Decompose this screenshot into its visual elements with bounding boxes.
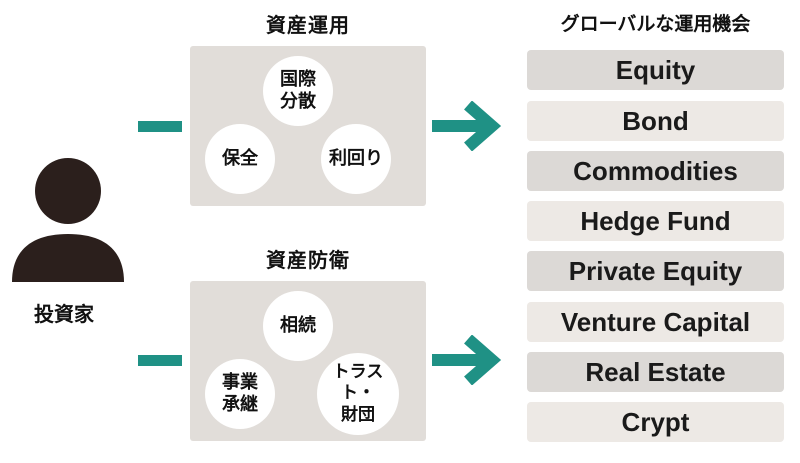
opportunity-hedge-fund: Hedge Fund <box>527 201 784 241</box>
opportunity-equity: Equity <box>527 50 784 90</box>
global-opportunities-title: グローバルな運用機会 <box>560 13 751 35</box>
circle-yield: 利回り <box>321 124 391 194</box>
circle-business-succession: 事業 承継 <box>205 359 275 429</box>
arrow-right-icon <box>432 335 502 385</box>
opportunity-commodities: Commodities <box>527 151 784 191</box>
asset-management-panel: 国際 分散 保全 利回り <box>190 46 426 206</box>
asset-protection-title: 資産防衛 <box>266 248 350 272</box>
investor-label: 投資家 <box>34 302 94 326</box>
opportunity-bond: Bond <box>527 101 784 141</box>
asset-management-title: 資産運用 <box>266 13 350 37</box>
arrow-right-icon <box>432 101 502 151</box>
circle-international-diversification: 国際 分散 <box>263 56 333 126</box>
opportunity-venture-capital: Venture Capital <box>527 302 784 342</box>
circle-trust-foundation: トラスト・ 財団 <box>317 353 399 435</box>
opportunity-real-estate: Real Estate <box>527 352 784 392</box>
opportunity-crypt: Crypt <box>527 402 784 442</box>
connector-dash-top <box>138 121 182 132</box>
asset-protection-panel: 相続 事業 承継 トラスト・ 財団 <box>190 281 426 441</box>
opportunity-private-equity: Private Equity <box>527 251 784 291</box>
circle-inheritance: 相続 <box>263 291 333 361</box>
circle-preservation: 保全 <box>205 124 275 194</box>
connector-dash-bottom <box>138 355 182 366</box>
person-icon <box>12 158 124 282</box>
